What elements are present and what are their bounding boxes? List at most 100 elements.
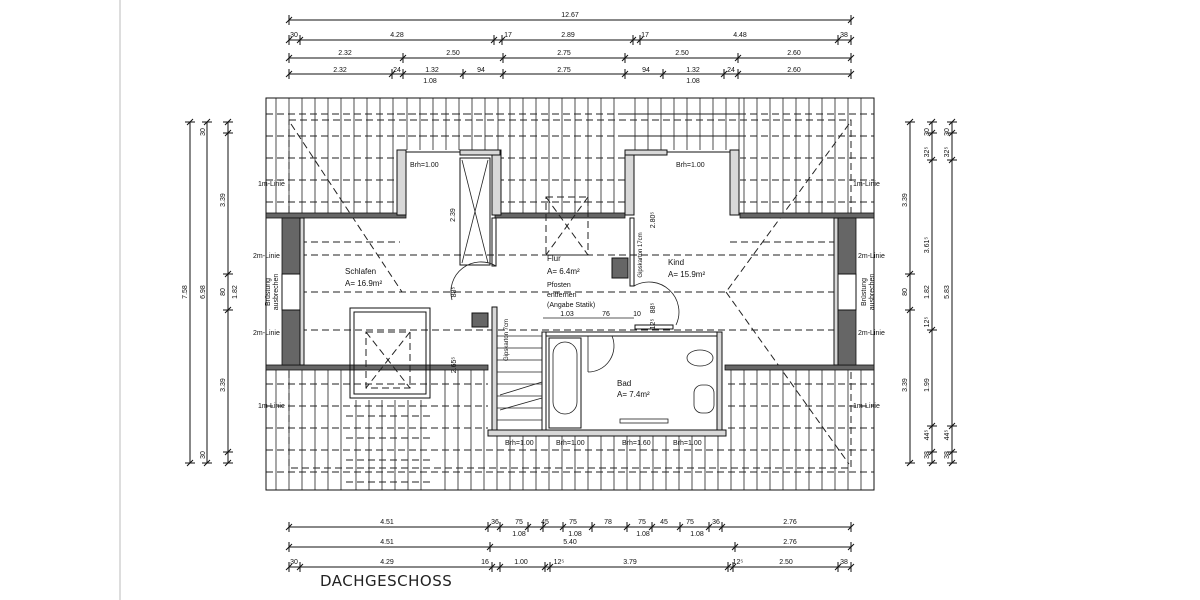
dim-tick [705,523,713,531]
dim-label: 3.39 [220,378,227,392]
dim-tick [224,129,232,137]
dimensions-top: 12.67 30 4.28 17 2.89 17 4.48 38 2.32 2.… [285,12,855,85]
dim-label: 2.39 [450,208,457,222]
bathtub [548,337,582,429]
room-kind: Kind [668,258,684,267]
stair-direction [499,381,543,396]
dim-label: 80 [902,288,909,296]
dimensions-right: 30 30 32⁵ 32⁵ 3.39 3.61⁵ 80 1.82 5.83 12… [902,118,957,467]
inner-dimensions: 2.39 2.80⁵ 88⁵ 2.65⁵ 88⁵ 12⁵ 1.03 76 10 … [450,208,657,373]
dim-tick [524,523,532,531]
radiator [619,418,669,424]
dim-label: 76 [602,311,610,318]
dim-tick [948,118,956,126]
staircase [497,335,543,421]
dim-tick [499,54,507,62]
label-2m-line: 2m-Linie [253,253,280,260]
dim-label: 4.28 [390,32,404,39]
dim-tick [847,54,855,62]
dim-label: 4.51 [380,519,394,526]
sill-height: Brh=1.00 [673,440,702,447]
dim-label: 17 [641,32,649,39]
dim-tick [224,118,232,126]
drywall-label: Gipskarton 7cm [504,319,510,361]
sill-height: Brh=1.00 [410,162,439,169]
dim-tick [559,523,567,531]
dim-tick [203,459,211,467]
sill-height: Brh=1.00 [556,440,585,447]
roof-outline [265,97,875,491]
dim-tick [488,563,496,571]
dim-label: 2.80⁵ [650,212,657,229]
dim-tick [948,156,956,164]
dim-label: 6.98 [200,285,207,299]
dim-tick [484,523,492,531]
dim-tick [285,16,293,24]
dim-label: 88⁵ [451,287,458,298]
dim-label: 30 [200,451,207,459]
dim-tick [388,70,396,78]
dim-label: 32⁵ [944,147,951,158]
label-2m-line: 2m-Linie [858,330,885,337]
roof-windows [349,157,589,399]
dim-tick [285,54,293,62]
dim-label: 30 [290,32,298,39]
dim-tick [847,563,855,571]
dim-label: 38 [840,559,848,566]
label-2m-line: 2m-Linie [253,330,280,337]
dim-tick [496,563,504,571]
dim-tick [834,563,842,571]
dim-tick [734,70,742,78]
dim-tick [948,129,956,137]
dim-label: 4.51 [380,539,394,546]
dim-tick [659,70,667,78]
dim-label: 1.08 [568,531,582,538]
dim-tick [847,543,855,551]
dim-label: 38 [840,32,848,39]
label-2m-line: 2m-Linie [858,253,885,260]
room-schlafen: Schlafen [345,267,376,276]
dim-tick [629,36,637,44]
dimensions-left: 7.58 6.98 30 3.39 80 1.82 3.39 30 [182,118,239,467]
dim-tick [546,563,554,571]
stair-direction [499,397,543,411]
dim-tick [459,70,467,78]
dim-tick [296,563,304,571]
dim-label: 1.82 [232,285,239,299]
dim-tick [718,523,726,531]
note: (Angabe Statik) [547,302,595,309]
dim-label: 4.29 [380,559,394,566]
roof-lines [290,123,850,465]
dim-label: 5.83 [944,285,951,299]
dim-label: 10 [633,311,641,318]
dim-label: 4.48 [733,32,747,39]
dim-label: 94 [477,67,485,74]
dim-tick [928,422,936,430]
dim-tick [636,36,644,44]
schlafen-dormer [349,307,431,399]
label-1m-line: 1m-Linie [853,403,880,410]
dim-label: 1.32 [425,67,439,74]
sill-height: Brh=1.00 [505,440,534,447]
dim-label: 12⁵ [650,319,657,330]
dim-tick [720,70,728,78]
dim-label: 44⁵ [944,430,951,441]
dim-label: 2.76 [783,539,797,546]
dim-tick [224,306,232,314]
dim-tick [285,70,293,78]
dim-label: 1.00 [514,559,528,566]
dim-label: 78 [604,519,612,526]
room-labels: Schlafen A= 16.9m² Flur A= 6.4m² Pfosten… [345,254,705,399]
note: entfernen [547,292,577,299]
dim-tick [285,36,293,44]
dim-tick [499,70,507,78]
dim-label: 75 [686,519,694,526]
dim-tick [948,459,956,467]
dim-tick [588,523,596,531]
bathroom-fixtures [548,337,715,429]
dim-label: 1.03 [560,311,574,318]
dim-tick [847,523,855,531]
dim-tick [486,543,494,551]
dim-tick [224,459,232,467]
